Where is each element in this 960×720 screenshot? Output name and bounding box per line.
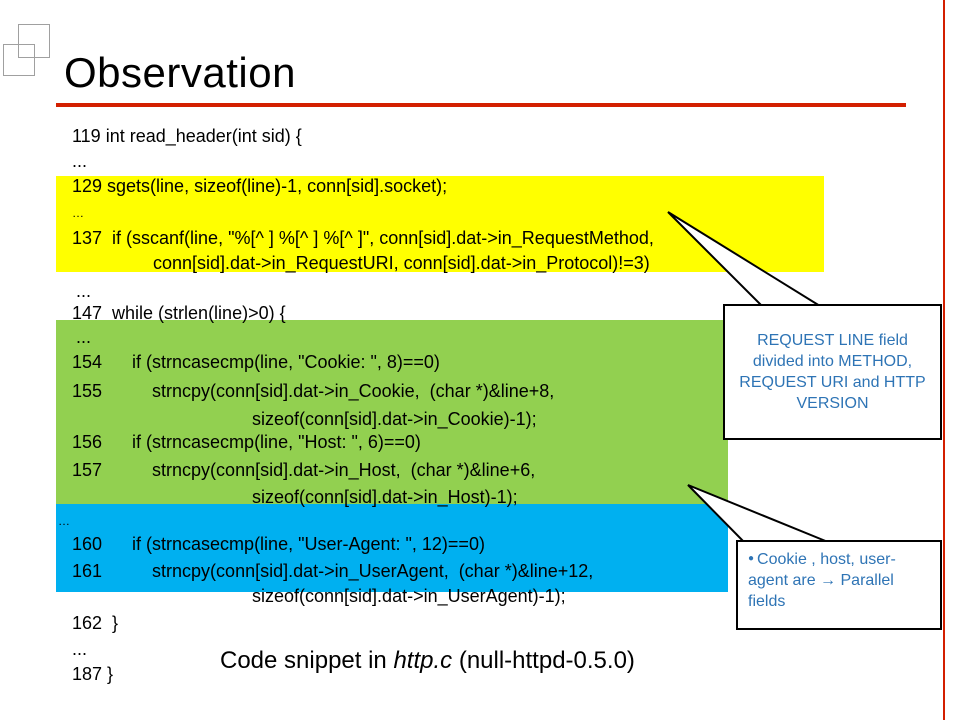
code-line-137-cont: conn[sid].dat->in_RequestURI, conn[sid].… — [153, 253, 650, 273]
code-ellipsis: ... — [72, 639, 88, 659]
highlight-host — [56, 407, 728, 504]
code-line-155-cont: sizeof(conn[sid].dat->in_Cookie)-1); — [252, 409, 537, 429]
code-ellipsis: ... — [72, 151, 88, 171]
caption-suffix: (null-httpd-0.5.0) — [452, 647, 635, 674]
code-line-156: 156 if (strncasecmp(line, "Host: ", 6)==… — [72, 432, 421, 452]
callout-request-line-text: REQUEST LINE field divided into METHOD, … — [739, 332, 926, 412]
code-line-187: 187 } — [72, 664, 114, 684]
callout-parallel-fields: ●Cookie , host, user-agent are → Paralle… — [736, 540, 942, 630]
bullet-icon: ● — [748, 553, 755, 564]
highlight-request-line — [56, 176, 824, 272]
code-ellipsis: … — [58, 514, 70, 528]
right-margin-line — [943, 0, 945, 720]
highlight-cookie — [56, 320, 728, 407]
code-line-147: 147 while (strlen(line)>0) { — [72, 303, 286, 323]
code-line-129: 129 sgets(line, sizeof(line)-1, conn[sid… — [72, 176, 448, 196]
code-line-155: 155 strncpy(conn[sid].dat->in_Cookie, (c… — [72, 381, 555, 401]
figure-caption: Code snippet in http.c (null-httpd-0.5.0… — [220, 646, 635, 676]
code-line-154: 154 if (strncasecmp(line, "Cookie: ", 8)… — [72, 352, 440, 372]
slide-title: Observation — [64, 49, 296, 96]
code-line-157-cont: sizeof(conn[sid].dat->in_Host)-1); — [252, 487, 518, 507]
code-ellipsis: ... — [76, 281, 92, 301]
code-line-161: 161 strncpy(conn[sid].dat->in_UserAgent,… — [72, 561, 594, 581]
title-underline — [56, 103, 906, 107]
code-line-161-cont: sizeof(conn[sid].dat->in_UserAgent)-1); — [252, 586, 566, 606]
code-line-162: 162 } — [72, 613, 119, 633]
caption-prefix: Code snippet in — [220, 647, 394, 674]
code-ellipsis: … — [72, 206, 84, 220]
code-line-157: 157 strncpy(conn[sid].dat->in_Host, (cha… — [72, 460, 536, 480]
code-line-137: 137 if (sscanf(line, "%[^ ] %[^ ] %[^ ]"… — [72, 228, 654, 248]
caption-filename: http.c — [393, 647, 453, 674]
callout-request-line: REQUEST LINE field divided into METHOD, … — [723, 304, 942, 440]
code-line-160: 160 if (strncasecmp(line, "User-Agent: "… — [72, 534, 485, 554]
code-ellipsis: ... — [76, 327, 92, 347]
callout-parallel-fields-text: Cookie , host, user-agent are → Parallel… — [748, 551, 896, 610]
callout-pointer-request-line — [667, 211, 824, 307]
code-line-119: 119 int read_header(int sid) { — [72, 126, 302, 146]
highlight-user-agent — [56, 504, 728, 592]
callout-pointer-parallel-fields — [687, 484, 829, 543]
decorative-square — [3, 44, 35, 76]
